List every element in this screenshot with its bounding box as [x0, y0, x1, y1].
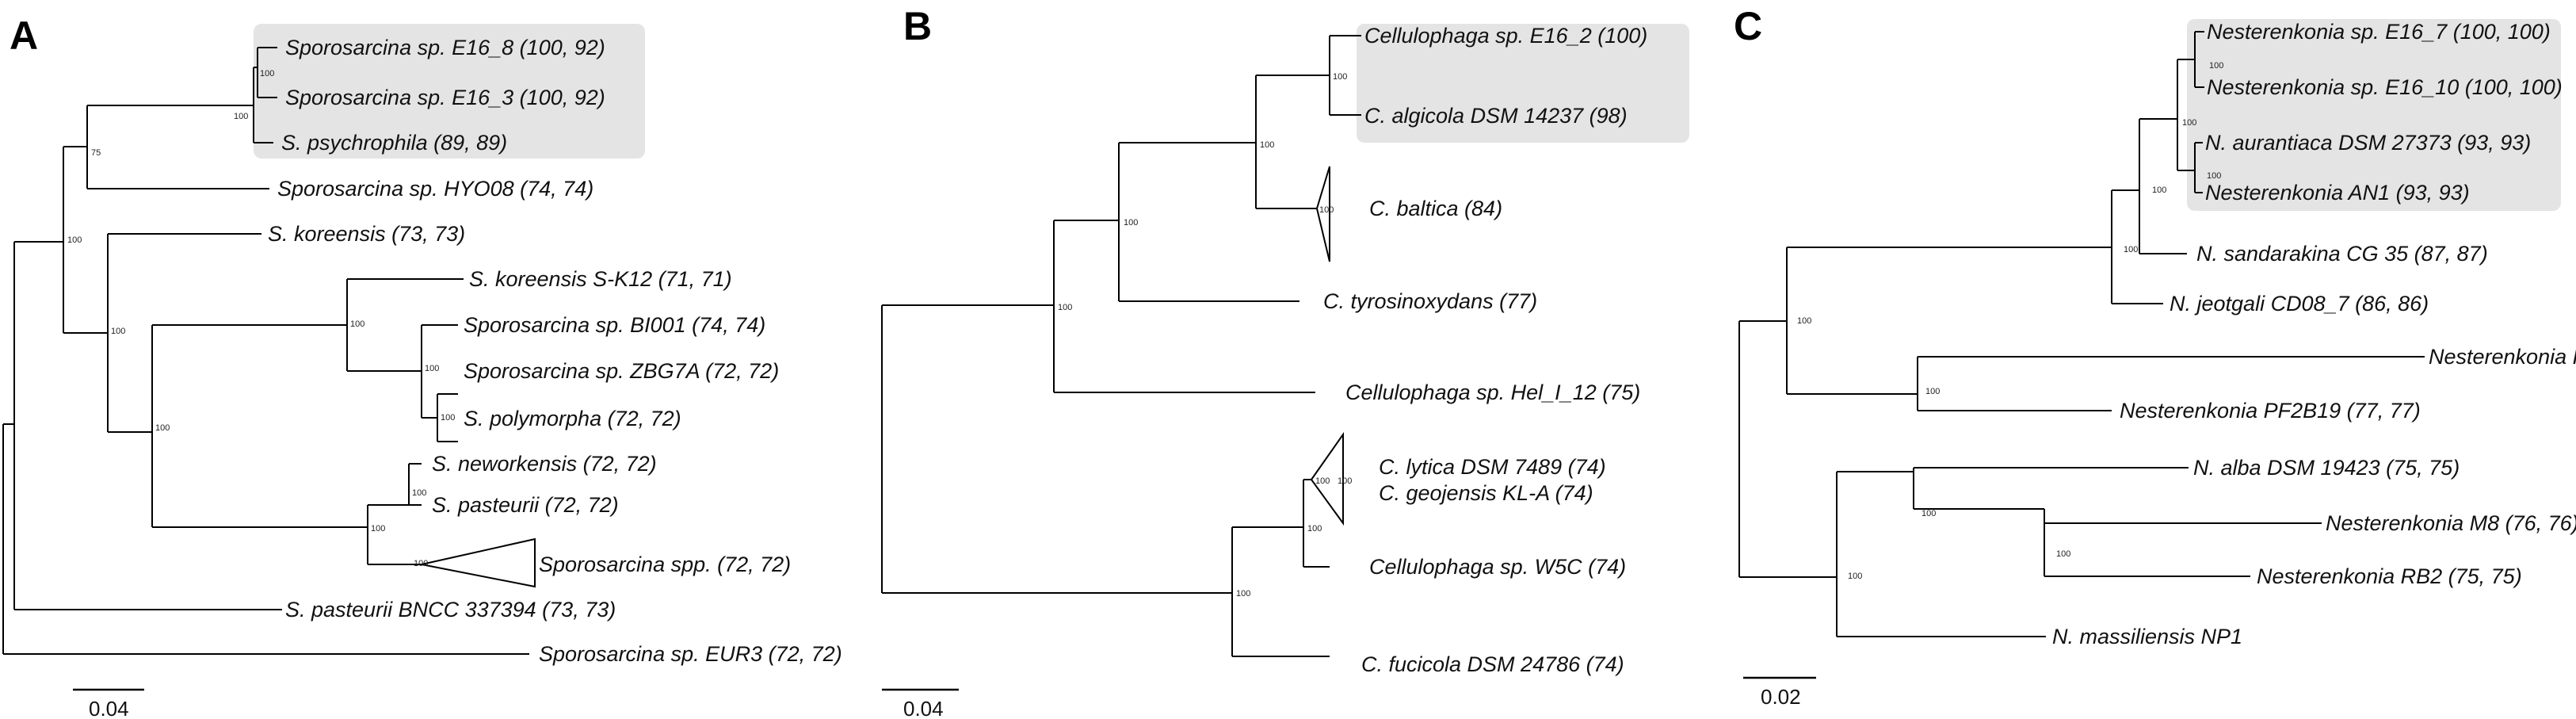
tree-branches-b — [881, 35, 1361, 657]
leaf-label: N. jeotgali CD08_7 (86, 86) — [2170, 292, 2429, 316]
leaf-label: Sporosarcina spp. (72, 72) — [539, 553, 791, 576]
highlight-box-c — [2187, 19, 2561, 211]
collapsed-clade-a — [421, 537, 536, 588]
bootstrap-value: 100 — [1338, 476, 1352, 486]
leaf-label: Nesterenkonia M8 (76, 76) — [2326, 511, 2576, 535]
bootstrap-value: 100 — [1848, 572, 1862, 581]
bootstrap-value: 100 — [371, 524, 385, 534]
leaf-label: C. fucicola DSM 24786 (74) — [1361, 652, 1624, 676]
leaf-label: N. aurantiaca DSM 27373 (93, 93) — [2205, 131, 2531, 155]
bootstrap-value: 100 — [1319, 205, 1334, 215]
panel-label-b: B — [903, 4, 932, 48]
panel-label-c: C — [1734, 4, 1762, 48]
leaf-label: S. psychrophila (89, 89) — [281, 131, 507, 155]
bootstrap-value: 100 — [412, 488, 426, 498]
bootstrap-value: 100 — [414, 559, 428, 568]
tree-branches-a — [2, 47, 529, 655]
leaf-label: Sporosarcina sp. ZBG7A (72, 72) — [464, 359, 779, 383]
bootstrap-values-b: 100 100 100 100 100 100 100 100 100 — [1058, 72, 1352, 599]
bootstrap-value: 100 — [1333, 72, 1347, 82]
leaf-label: Nesterenkonia PF2B19 (77, 77) — [2120, 399, 2421, 423]
leaf-label: Nesterenkonia sp. E16_7 (100, 100) — [2207, 20, 2551, 44]
leaf-label: S. koreensis (73, 73) — [268, 222, 465, 246]
bootstrap-value: 100 — [1058, 303, 1072, 312]
bootstrap-value: 100 — [1236, 589, 1250, 599]
leaf-label: C. geojensis KL-A (74) — [1379, 481, 1593, 505]
leaf-label: C. algicola DSM 14237 (98) — [1364, 104, 1628, 128]
leaf-label: Cellulophaga sp. E16_2 (100) — [1364, 24, 1647, 48]
bootstrap-value: 100 — [2152, 185, 2166, 195]
bootstrap-value: 100 — [67, 235, 82, 245]
leaf-label: N. alba DSM 19423 (75, 75) — [2193, 456, 2460, 480]
bootstrap-value: 100 — [350, 319, 364, 329]
highlight-box-a — [254, 24, 645, 159]
leaf-label: Sporosarcina sp. BI001 (74, 74) — [464, 313, 765, 337]
bootstrap-values-a: 100 100 75 100 100 100 100 100 100 100 1… — [67, 69, 455, 568]
bootstrap-value: 100 — [1260, 140, 1274, 150]
leaf-label: Nesterenkonia RB2 (75, 75) — [2257, 564, 2522, 588]
bootstrap-value: 100 — [2056, 549, 2070, 559]
leaf-label: Sporosarcina sp. EUR3 (72, 72) — [539, 642, 842, 666]
collapsed-clade-lytica — [1310, 431, 1344, 526]
bootstrap-value: 100 — [2207, 171, 2221, 181]
bootstrap-value: 100 — [1307, 524, 1322, 534]
leaf-label: Nesterenkonia sp. E16_10 (100, 100) — [2207, 75, 2563, 99]
bootstrap-value: 75 — [91, 148, 101, 158]
leaf-label: S. pasteurii BNCC 337394 (73, 73) — [285, 598, 616, 621]
panel-c: C — [1734, 4, 2576, 709]
bootstrap-value: 100 — [1922, 509, 1936, 518]
panel-label-a: A — [10, 13, 38, 58]
leaf-label: S. koreensis S-K12 (71, 71) — [469, 267, 732, 291]
leaf-label: Nesterenkonia AN1 (93, 93) — [2205, 181, 2470, 205]
bootstrap-value: 100 — [2124, 245, 2138, 254]
scale-label-c: 0.02 — [1761, 685, 1801, 709]
leaf-label: N. sandarakina CG 35 (87, 87) — [2196, 242, 2488, 266]
bootstrap-values-c: 100 100 100 100 100 100 100 100 100 100 — [1797, 61, 2223, 581]
bootstrap-value: 100 — [441, 413, 455, 423]
highlight-box-b — [1357, 24, 1689, 143]
leaf-label: S. neworkensis (72, 72) — [432, 452, 657, 476]
leaf-label: C. lytica DSM 7489 (74) — [1379, 455, 1606, 479]
bootstrap-value: 100 — [2209, 61, 2223, 71]
leaf-labels-c: Nesterenkonia sp. E16_7 (100, 100) Neste… — [2052, 20, 2576, 648]
scale-label-a: 0.04 — [89, 697, 129, 719]
leaf-label: Sporosarcina sp. HYO08 (74, 74) — [277, 177, 593, 201]
leaf-label: S. pasteurii (72, 72) — [432, 493, 619, 517]
bootstrap-value: 100 — [155, 423, 170, 433]
leaf-label: C. tyrosinoxydans (77) — [1323, 289, 1537, 313]
leaf-labels-b: Cellulophaga sp. E16_2 (100) C. algicola… — [1323, 24, 1647, 676]
leaf-label: Nesterenkonia F (77, 77) — [2429, 345, 2576, 369]
bootstrap-value: 100 — [1315, 476, 1330, 486]
bootstrap-value: 100 — [1925, 387, 1940, 396]
leaf-label: Sporosarcina sp. E16_3 (100, 92) — [285, 86, 605, 109]
panel-b: B Cellulophaga — [881, 4, 1689, 719]
leaf-label: N. massiliensis NP1 — [2052, 625, 2242, 648]
leaf-label: C. baltica (84) — [1369, 197, 1502, 220]
bootstrap-value: 100 — [111, 327, 125, 336]
bootstrap-value: 100 — [1797, 316, 1811, 326]
leaf-label: Cellulophaga sp. W5C (74) — [1369, 555, 1626, 579]
bootstrap-value: 100 — [2182, 118, 2196, 128]
panel-a: A — [2, 13, 842, 719]
bootstrap-value: 100 — [1124, 218, 1138, 228]
leaf-label: S. polymorpha (72, 72) — [464, 407, 681, 430]
bootstrap-value: 100 — [425, 364, 439, 373]
bootstrap-value: 100 — [260, 69, 274, 78]
leaf-label: Cellulophaga sp. Hel_I_12 (75) — [1345, 381, 1640, 404]
leaf-label: Sporosarcina sp. E16_8 (100, 92) — [285, 36, 605, 59]
tree-branches-c — [1738, 31, 2425, 637]
leaf-labels-a: Sporosarcina sp. E16_8 (100, 92) Sporosa… — [268, 36, 842, 666]
collapsed-clade-baltica — [1315, 166, 1330, 262]
scale-label-b: 0.04 — [903, 697, 944, 719]
bootstrap-value: 100 — [234, 112, 248, 121]
